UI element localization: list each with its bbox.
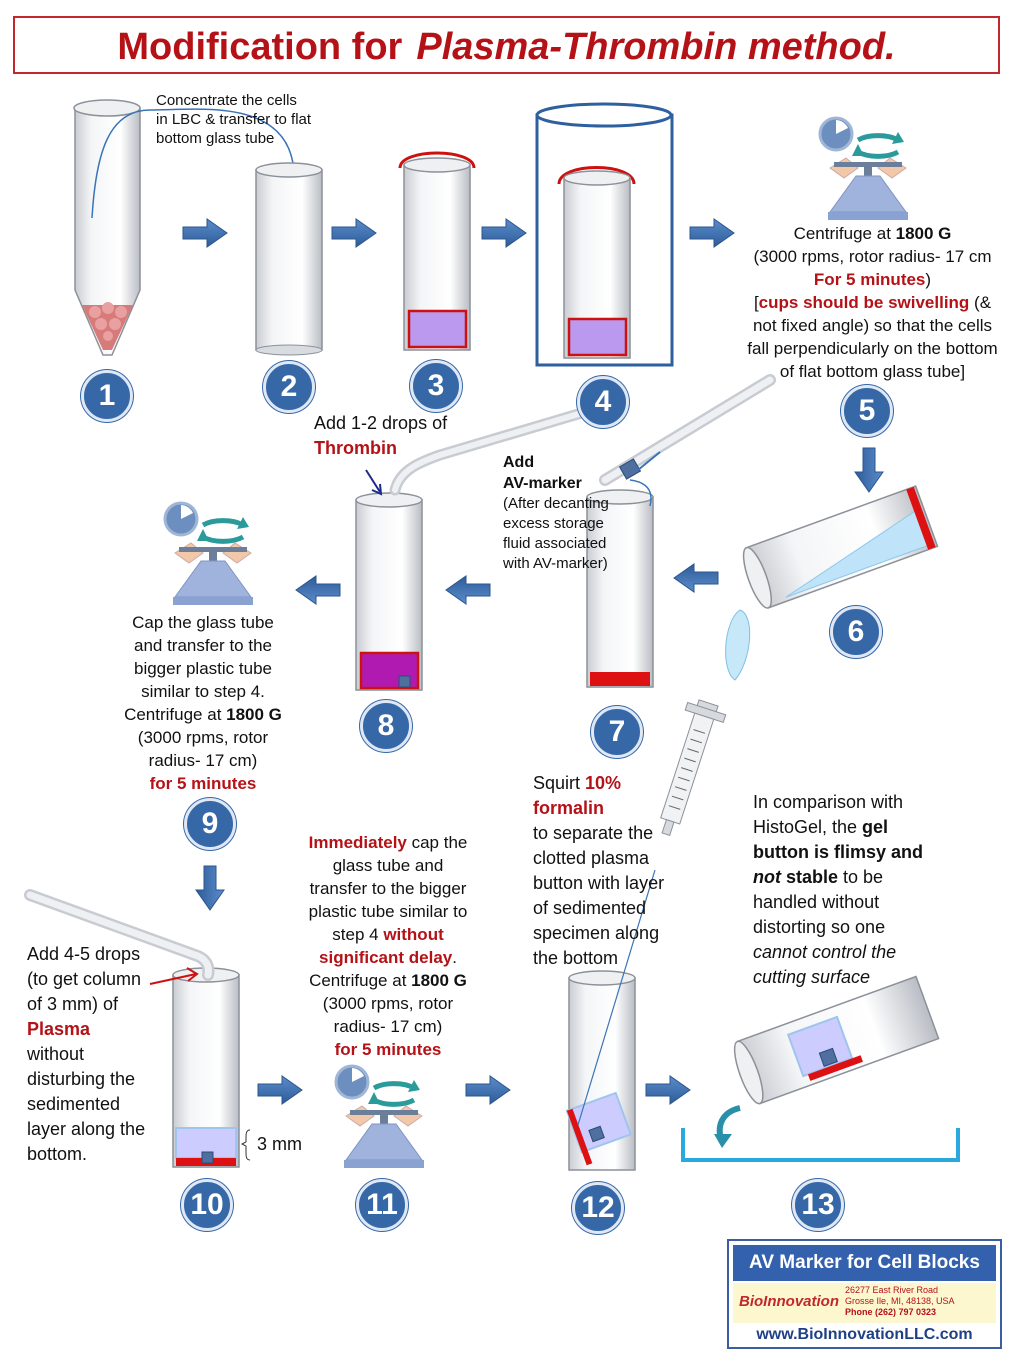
step-badge-6: 6 bbox=[830, 606, 882, 658]
arrow-1-2 bbox=[182, 218, 228, 248]
glass-tube-step-2 bbox=[255, 162, 323, 356]
step-badge-4: 4 bbox=[577, 376, 629, 428]
thrombin-label: Add 1-2 drops of Thrombin bbox=[314, 413, 448, 458]
step-badge-13: 13 bbox=[792, 1179, 844, 1231]
step-badge-3: 3 bbox=[410, 360, 462, 412]
arrow-12-13 bbox=[645, 1075, 691, 1105]
tube-step-12 bbox=[565, 699, 727, 1171]
step-badge-8: 8 bbox=[360, 700, 412, 752]
step-9-text: Cap the glass tube and transfer to the b… bbox=[124, 613, 282, 793]
arrow-3-4 bbox=[481, 218, 527, 248]
tilted-tube-step-13 bbox=[733, 975, 940, 1105]
step-badge-2: 2 bbox=[263, 361, 315, 413]
plasma-text: Add 4-5 drops (to get column of 3 mm) of… bbox=[27, 944, 146, 1164]
tray bbox=[681, 1128, 960, 1162]
arrow-9-10 bbox=[195, 865, 225, 911]
formalin-label: Squirt 10% formalin to separate the clot… bbox=[533, 773, 665, 968]
conical-tube bbox=[73, 99, 301, 356]
logo-url: www.BioInnovationLLC.com bbox=[756, 1326, 973, 1343]
three-mm-label: 3 mm bbox=[257, 1134, 302, 1154]
bucket-tube-step-4 bbox=[535, 102, 674, 367]
logo-title: AV Marker for Cell Blocks bbox=[733, 1245, 996, 1281]
tube-step-7 bbox=[586, 374, 776, 688]
step-badge-11: 11 bbox=[356, 1179, 408, 1231]
concentrate-label: Concentrate the cells in LBC & transfer … bbox=[156, 92, 312, 147]
step-badge-10: 10 bbox=[181, 1179, 233, 1231]
arrow-10-11 bbox=[257, 1075, 303, 1105]
fluid-drop bbox=[725, 609, 751, 681]
capped-tube-step-3 bbox=[398, 151, 476, 351]
step-badge-9: 9 bbox=[184, 798, 236, 850]
arrow-6-7 bbox=[673, 563, 719, 593]
step-badge-1: 1 bbox=[81, 370, 133, 422]
arrow-5-6 bbox=[854, 447, 884, 493]
tube-step-8 bbox=[355, 406, 591, 691]
arrow-2-3 bbox=[331, 218, 377, 248]
company-logo: AV Marker for Cell Blocks BioInnovation … bbox=[727, 1239, 1002, 1349]
centrifuge-icon-step-9 bbox=[165, 503, 253, 605]
tube-step-10 bbox=[24, 889, 251, 1168]
step-badge-7: 7 bbox=[591, 706, 643, 758]
immediately-text: Immediately cap the glass tube and trans… bbox=[308, 833, 468, 1059]
arrow-4-5 bbox=[689, 218, 735, 248]
av-marker-label: Add AV-marker (After decanting excess st… bbox=[503, 454, 609, 572]
arrow-7-8 bbox=[445, 575, 491, 605]
comparison-text: In comparison with HistoGel, the gel but… bbox=[753, 792, 924, 987]
step-badge-5: 5 bbox=[841, 385, 893, 437]
centrifuge-icon-step-5 bbox=[820, 118, 908, 220]
tilted-tube-step-6 bbox=[742, 485, 939, 609]
logo-info: BioInnovation 26277 East River Road Gros… bbox=[733, 1283, 996, 1323]
logo-company-name: BioInnovation bbox=[739, 1293, 839, 1310]
logo-address: 26277 East River Road Grosse Ile, MI, 48… bbox=[845, 1285, 955, 1317]
centrifuge-step-5-text: Centrifuge at 1800 G (3000 rpms, rotor r… bbox=[747, 224, 998, 381]
centrifuge-icon-step-11 bbox=[336, 1066, 424, 1168]
arrow-11-12 bbox=[465, 1075, 511, 1105]
step-badge-12: 12 bbox=[572, 1182, 624, 1234]
arrow-8-9 bbox=[295, 575, 341, 605]
